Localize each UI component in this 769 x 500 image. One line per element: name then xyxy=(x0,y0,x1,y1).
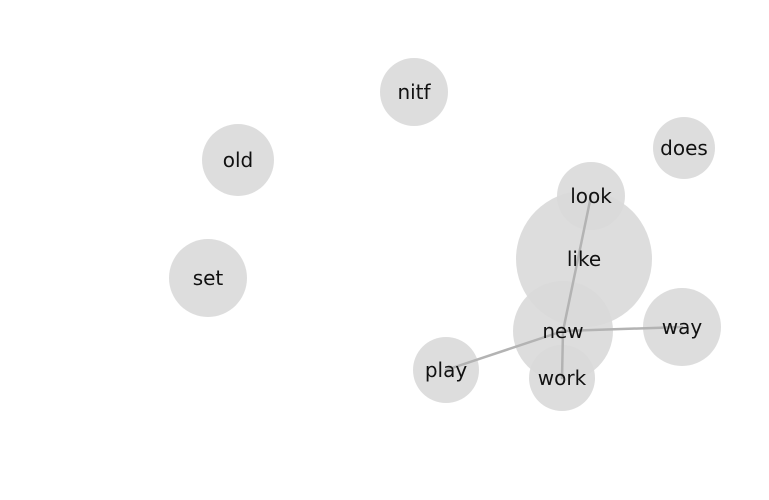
edge-new-way xyxy=(561,325,684,333)
node-label-old: old xyxy=(223,148,254,172)
node-label-new: new xyxy=(542,319,583,343)
node-label-does: does xyxy=(660,136,708,160)
node-label-like: like xyxy=(567,247,601,271)
node-label-play: play xyxy=(425,358,468,382)
node-label-look: look xyxy=(570,184,612,208)
node-does xyxy=(653,117,715,179)
edge-new-look xyxy=(561,194,593,333)
edge-new-work xyxy=(560,329,565,380)
node-set xyxy=(169,239,247,317)
nodes-layer: like new nitf old set does way play look work xyxy=(169,58,721,411)
node-nitf xyxy=(380,58,448,126)
node-label-work: work xyxy=(538,366,587,390)
node-old xyxy=(202,124,274,196)
node-label-nitf: nitf xyxy=(397,80,431,104)
node-label-set: set xyxy=(193,266,224,290)
node-label-way: way xyxy=(662,315,703,339)
edge-new-play xyxy=(444,329,565,372)
